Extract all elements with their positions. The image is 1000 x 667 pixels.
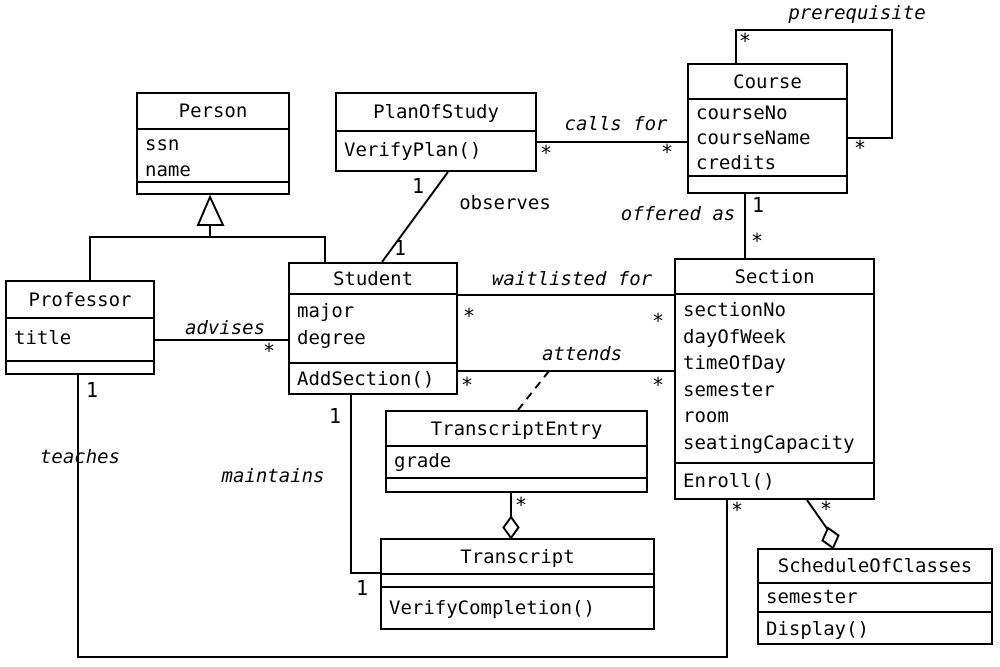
class-operations: VerifyPlan() — [337, 130, 535, 170]
association-label-waitlisted-for: waitlisted for — [491, 268, 653, 290]
attribute: sectionNo — [683, 299, 786, 321]
aggregation-diamond-transcript — [502, 515, 520, 540]
class-attributes: grade — [387, 445, 646, 477]
class-operations: AddSection() — [290, 362, 456, 393]
attribute: room — [683, 405, 729, 427]
mult-attends-student: * — [461, 373, 474, 397]
aggregation-diamond-schedule — [821, 526, 840, 550]
class-attributes: ssn name — [138, 128, 288, 181]
class-title: Professor — [28, 288, 132, 311]
class-box-planofstudy: PlanOfStudy VerifyPlan() — [335, 92, 537, 172]
empty-operations-compartment — [387, 477, 646, 491]
mult-waitlisted-section: * — [652, 309, 665, 333]
association-label-teaches: teaches — [39, 446, 121, 468]
mult-prerequisite-top: * — [739, 29, 752, 53]
class-title: Person — [178, 100, 248, 122]
generalization-branch — [89, 236, 326, 280]
mult-prerequisite-right: * — [854, 136, 867, 160]
association-label-observes: observes — [459, 192, 551, 214]
class-box-person: Person ssn name — [136, 92, 290, 195]
attribute: title — [14, 327, 72, 349]
mult-offered-as-course: 1 — [752, 193, 765, 217]
mult-offered-as-section: * — [751, 229, 764, 253]
operation: VerifyPlan() — [344, 139, 482, 161]
association-line-prerequisite — [735, 29, 893, 139]
class-operations: Enroll() — [676, 462, 873, 498]
attribute: credits — [696, 152, 777, 174]
aggregation-line-schedule — [806, 499, 829, 531]
mult-section-agg: * — [820, 497, 833, 521]
attribute: ssn — [145, 133, 180, 155]
class-attributes: sectionNo dayOfWeek timeOfDay semester r… — [676, 293, 873, 462]
attribute: grade — [394, 450, 452, 472]
empty-attributes-compartment — [382, 573, 653, 586]
attribute: timeOfDay — [683, 352, 786, 374]
attribute: degree — [297, 327, 366, 349]
mult-calls-for-course: * — [661, 140, 674, 164]
mult-maintains-student: 1 — [329, 404, 342, 428]
association-class-dashed-line — [517, 370, 550, 411]
association-line-maintains — [350, 395, 380, 574]
mult-calls-for-plan: * — [540, 141, 553, 165]
attribute: courseNo — [696, 102, 788, 124]
class-attributes: courseNo courseName credits — [689, 98, 846, 175]
mult-observes-plan: 1 — [412, 174, 425, 198]
operation: Display() — [766, 618, 869, 640]
class-title: PlanOfStudy — [373, 101, 499, 123]
association-label-maintains: maintains — [221, 465, 325, 487]
class-box-course: Course courseNo courseName credits — [687, 63, 848, 194]
attribute: name — [145, 159, 191, 181]
mult-transcriptentry-agg: * — [515, 493, 528, 517]
class-operations: Display() — [759, 611, 991, 643]
mult-waitlisted-student: * — [463, 304, 476, 328]
attribute: major — [297, 300, 355, 322]
mult-teaches-section: * — [731, 498, 744, 522]
class-title: Student — [332, 267, 414, 290]
mult-advises-student: * — [263, 339, 276, 363]
class-attributes: semester — [759, 582, 991, 611]
attribute: seatingCapacity — [683, 431, 855, 454]
class-attributes: major degree — [290, 293, 456, 362]
mult-teaches-professor: 1 — [86, 378, 99, 402]
class-title: Transcript — [460, 545, 575, 568]
association-label-calls-for: calls for — [564, 113, 668, 135]
mult-observes-student: 1 — [394, 236, 407, 260]
class-title: ScheduleOfClasses — [777, 555, 973, 577]
operation: Enroll() — [683, 470, 775, 492]
association-line-teaches — [77, 375, 728, 658]
class-operations: VerifyCompletion() — [382, 586, 653, 628]
attribute: semester — [766, 586, 858, 608]
attribute: courseName — [696, 127, 811, 149]
mult-attends-section: * — [652, 373, 665, 397]
class-box-transcriptentry: TranscriptEntry grade — [385, 410, 648, 493]
class-title: TranscriptEntry — [430, 417, 603, 440]
class-box-student: Student major degree AddSection() — [288, 262, 458, 395]
class-box-section: Section sectionNo dayOfWeek timeOfDay se… — [674, 258, 875, 500]
attribute: dayOfWeek — [683, 325, 786, 348]
attribute: semester — [683, 378, 775, 401]
class-box-scheduleofclasses: ScheduleOfClasses semester Display() — [757, 548, 993, 645]
class-box-transcript: Transcript VerifyCompletion() — [380, 538, 655, 630]
empty-operations-compartment — [7, 360, 153, 373]
mult-maintains-transcript: 1 — [356, 576, 369, 600]
association-line-observes — [381, 171, 449, 263]
generalization-triangle — [196, 194, 225, 226]
class-attributes: title — [7, 317, 153, 360]
association-label-offered-as: offered as — [620, 203, 736, 225]
class-title: Course — [733, 70, 802, 93]
class-box-professor: Professor title — [5, 280, 155, 375]
association-label-advises: advises — [184, 317, 266, 339]
class-title: Section — [734, 265, 815, 288]
empty-operations-compartment — [138, 181, 288, 193]
association-label-attends: attends — [541, 343, 623, 365]
empty-operations-compartment — [689, 175, 846, 192]
operation: VerifyCompletion() — [389, 597, 595, 619]
operation: AddSection() — [297, 368, 435, 390]
association-label-prerequisite: prerequisite — [788, 2, 926, 24]
